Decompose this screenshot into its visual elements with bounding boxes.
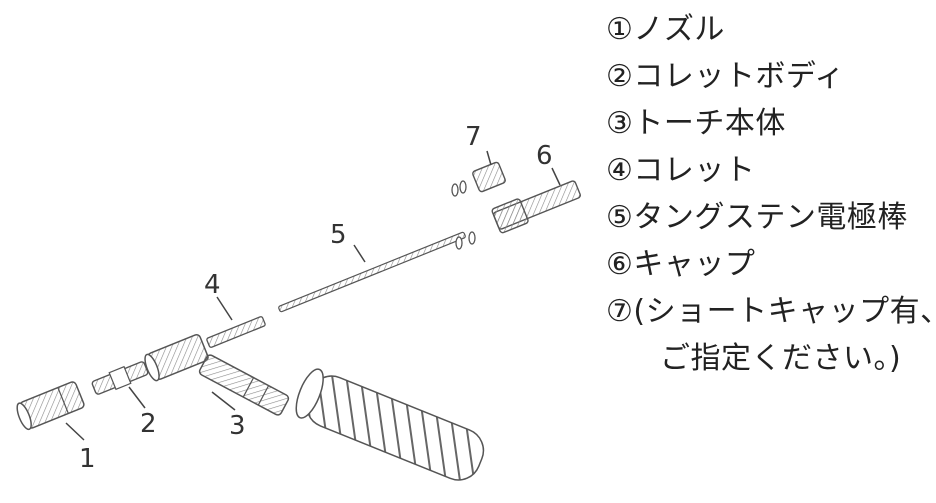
legend-item-collet: ④コレット [606,153,756,188]
legend-item-cap: ⑥キャップ [606,247,756,282]
legend-item-collet-body: ②コレットボディ [606,59,845,94]
callout-4: 4 [204,270,221,300]
legend-item-nozzle: ①ノズル [606,12,725,47]
part-collet-body [91,361,149,395]
callout-1: 1 [79,444,96,474]
part-cap [491,180,581,234]
part-nozzle [16,381,85,431]
callout-5: 5 [330,220,347,250]
legend-item-torch-body: ③トーチ本体 [606,106,786,141]
legend-item-tungsten-electrode: ⑤タングステン電極棒 [606,200,908,235]
callout-2: 2 [140,409,157,439]
part-tungsten-electrode [278,231,466,313]
part-short-cap [472,161,506,193]
callout-3: 3 [229,411,246,441]
legend-item-short-cap-note: ご指定ください。) [660,341,902,376]
part-o-rings [451,180,476,250]
part-torch-handle [295,368,485,481]
callout-7: 7 [465,122,482,152]
legend-item-short-cap: ⑦(ショートキャップ有、 [606,294,936,329]
part-torch-body [144,333,290,416]
parts-legend: ①ノズル ②コレットボディ ③トーチ本体 ④コレット ⑤タングステン電極棒 ⑥キ… [606,6,936,382]
part-collet [206,316,266,348]
leader-lines [65,150,561,441]
callout-6: 6 [536,141,553,171]
